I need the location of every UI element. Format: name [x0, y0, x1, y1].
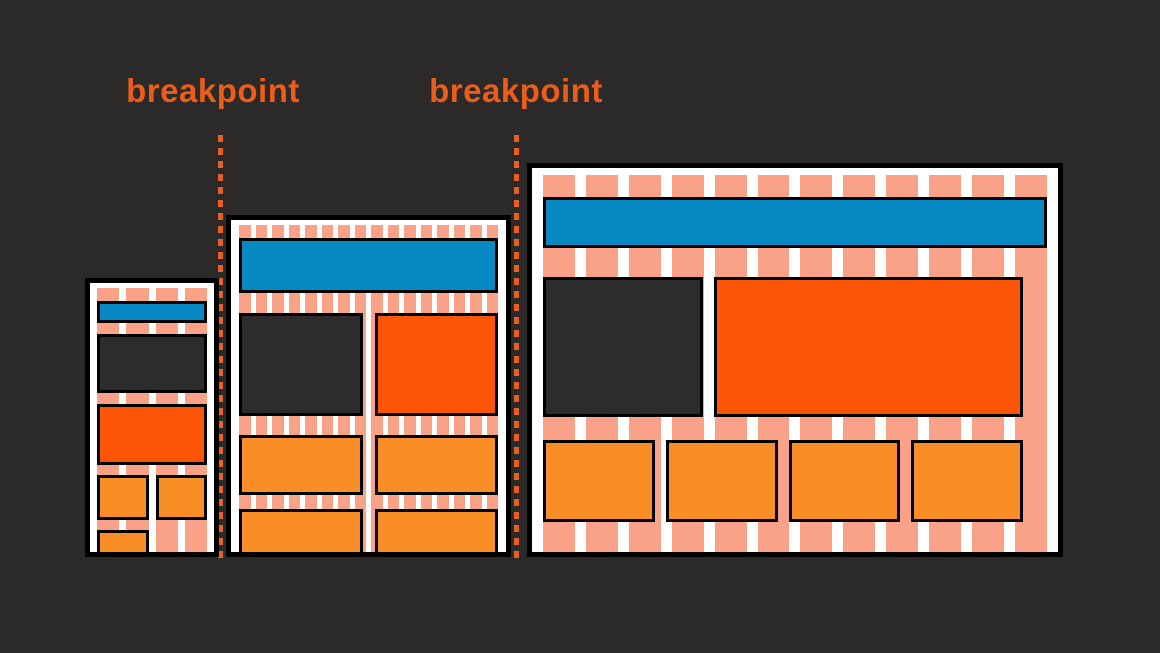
content-block-header	[97, 301, 207, 323]
grid-gap	[97, 323, 207, 334]
content-block-dark	[239, 313, 363, 416]
content-block-accent	[374, 313, 498, 416]
content-block-orange	[239, 509, 363, 552]
content-block-orange	[374, 435, 498, 495]
content-block-accent	[97, 404, 207, 465]
grid-gap	[543, 175, 1047, 197]
layout-content	[543, 175, 1047, 552]
layout-medium-screen	[226, 215, 511, 557]
breakpoint-dashed-line-1	[218, 135, 223, 559]
content-block-orange	[97, 475, 149, 520]
grid-gap	[97, 465, 207, 475]
breakpoint-dashed-line-2	[514, 135, 519, 559]
content-block-orange	[374, 509, 498, 552]
grid-gap	[239, 495, 498, 509]
content-row	[543, 277, 1047, 417]
grid-gap	[239, 225, 498, 238]
breakpoint-label-1: breakpoint	[126, 72, 300, 109]
content-block-orange	[543, 440, 655, 522]
grid-area	[239, 225, 498, 552]
content-block-orange	[911, 440, 1023, 522]
content-row	[97, 475, 207, 520]
content-block-orange	[788, 440, 901, 522]
content-row	[543, 440, 1047, 522]
content-block-accent	[714, 277, 1023, 417]
layout-small-screen	[85, 278, 219, 557]
grid-gap	[543, 417, 1047, 440]
content-block-orange	[665, 440, 778, 522]
content-block-dark	[97, 334, 207, 393]
grid-gap	[97, 520, 207, 530]
layout-content	[97, 288, 207, 552]
layout-large-screen	[527, 163, 1063, 557]
content-row	[239, 313, 498, 416]
content-row	[97, 301, 207, 323]
content-row	[97, 530, 207, 552]
grid-gap	[97, 288, 207, 301]
content-row	[239, 238, 498, 293]
content-block-orange	[239, 435, 363, 495]
grid-gap	[239, 416, 498, 435]
content-row	[239, 509, 498, 552]
content-row	[97, 334, 207, 393]
content-block-header	[239, 238, 498, 293]
grid-gap	[239, 293, 498, 313]
grid-gap	[97, 393, 207, 404]
grid-gap	[543, 248, 1047, 277]
content-row	[239, 435, 498, 495]
grid-area	[97, 288, 207, 552]
grid-area	[543, 175, 1047, 552]
breakpoint-label-2: breakpoint	[429, 72, 603, 109]
content-block-orange	[97, 530, 149, 552]
content-row	[543, 197, 1047, 248]
layout-content	[239, 225, 498, 552]
content-block-dark	[543, 277, 703, 417]
content-block-orange	[155, 475, 207, 520]
content-row	[97, 404, 207, 465]
content-block-header	[543, 197, 1047, 248]
